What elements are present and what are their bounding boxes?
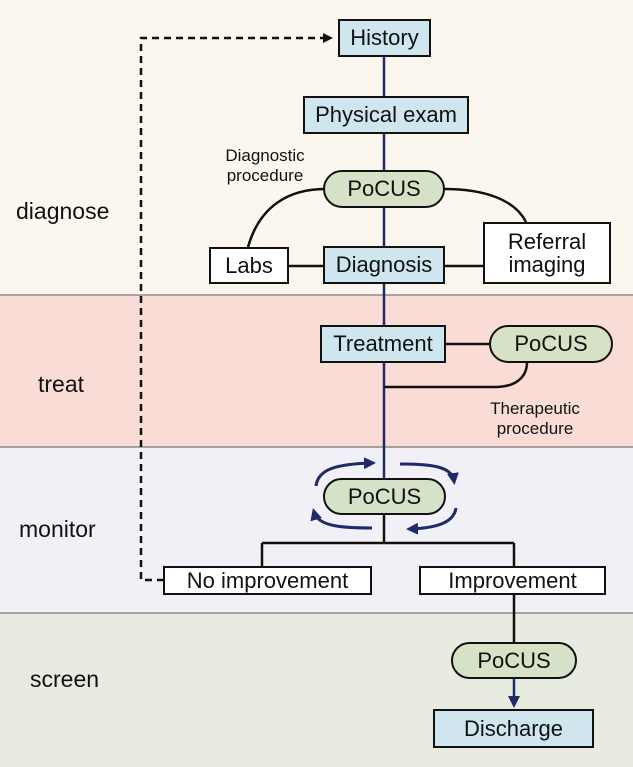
note-therapeutic-line1: Therapeutic: [490, 399, 580, 418]
cycle-arrow-top-right: [399, 462, 459, 485]
link-pocus-therapeutic: [384, 361, 529, 389]
node-discharge: Discharge: [433, 709, 594, 748]
node-referral-imaging: Referral imaging: [483, 222, 611, 284]
stage-label-treat: treat: [38, 371, 85, 397]
cycle-arrow-bottom-right: [406, 507, 458, 535]
cycle-arrow-top-left: [314, 457, 376, 487]
node-pocus-monitor: PoCUS: [323, 478, 446, 515]
note-diagnostic-procedure: Diagnostic procedure: [207, 146, 323, 185]
node-diagnosis: Diagnosis: [323, 246, 445, 284]
band-treat: [0, 295, 633, 447]
node-physical-exam: Physical exam: [303, 96, 469, 134]
node-treatment: Treatment: [320, 325, 446, 363]
link-pocus-referral: [443, 187, 528, 223]
link-pocus-labs: [246, 187, 326, 248]
stage-label-screen: screen: [30, 666, 100, 692]
node-pocus-diagnose: PoCUS: [323, 170, 445, 208]
node-pocus-treat: PoCUS: [489, 325, 613, 363]
node-history: History: [338, 19, 431, 57]
referral-imaging-line1: Referral: [507, 228, 587, 254]
node-labs: Labs: [209, 247, 289, 284]
note-diagnostic-line1: Diagnostic: [225, 146, 305, 165]
note-therapeutic-line2: procedure: [496, 418, 574, 438]
cycle-arrow-bottom-left: [310, 508, 373, 530]
node-improvement: Improvement: [419, 566, 606, 595]
note-therapeutic-procedure: Therapeutic procedure: [470, 399, 600, 438]
note-diagnostic-line2: procedure: [226, 165, 304, 185]
node-no-improvement: No improvement: [163, 566, 372, 595]
node-pocus-screen: PoCUS: [451, 642, 577, 679]
referral-imaging-line2: imaging: [508, 252, 586, 277]
stage-label-monitor: monitor: [19, 516, 96, 542]
feedback-loop: [139, 33, 333, 582]
stage-label-diagnose: diagnose: [16, 198, 110, 224]
